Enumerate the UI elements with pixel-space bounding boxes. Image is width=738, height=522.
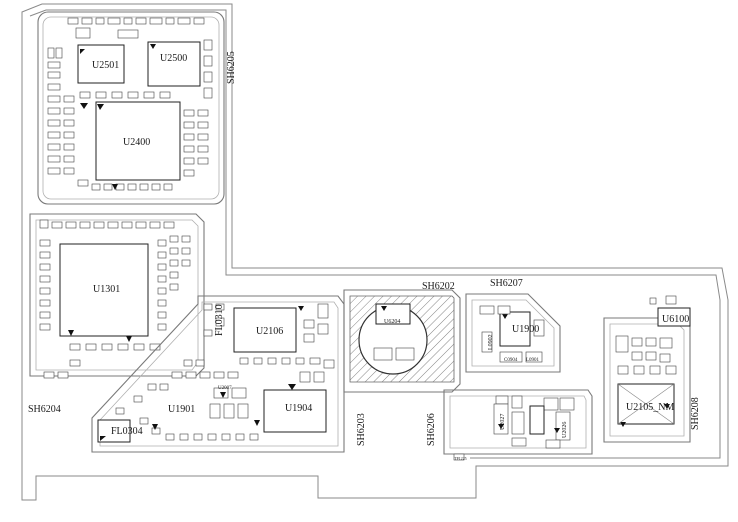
label-sh6206: SH6206 — [426, 413, 437, 446]
label-sh6205: SH6205 — [226, 51, 237, 84]
board-outline — [21, 3, 729, 501]
label-u2105-nm: U2105_NM — [626, 402, 674, 413]
label-fl0310: FL0310 — [214, 304, 225, 336]
shield-sh6208 — [603, 317, 691, 443]
label-u2027: U2027 — [500, 414, 506, 430]
label-sh6202: SH6202 — [422, 281, 455, 292]
shield-labels: SH6205 SH6204 SH6202 SH6207 SH6203 SH620… — [28, 51, 701, 446]
label-sh6203: SH6203 — [356, 413, 367, 446]
chip-u2106 — [233, 306, 304, 353]
chip-u2500 — [147, 41, 201, 87]
small-labels: L0902 C0904 L0901 U2027 U2026 U2007 TP12… — [218, 334, 568, 461]
chip-u1904 — [254, 384, 327, 433]
label-l0902: L0902 — [488, 334, 494, 350]
label-tp: TP1225 — [454, 456, 467, 461]
center-area-pads — [115, 303, 335, 441]
component-labels: U2501 U2500 U2400 U1301 U2106 U1901 U190… — [92, 53, 689, 437]
chip-u2400 — [95, 101, 181, 181]
chip-u1301 — [59, 243, 149, 342]
label-u2501: U2501 — [92, 60, 119, 71]
label-sh6204: SH6204 — [28, 404, 61, 415]
label-u2400: U2400 — [123, 137, 150, 148]
label-sh6208: SH6208 — [690, 397, 701, 430]
label-u1301: U1301 — [93, 284, 120, 295]
label-u1904: U1904 — [285, 403, 312, 414]
shield-sh6207 — [465, 293, 561, 373]
label-u6204: U6204 — [384, 319, 400, 325]
shield-sh6206 — [443, 389, 593, 455]
board-outline-inner — [29, 9, 721, 459]
label-sh6207: SH6207 — [490, 278, 523, 289]
marker-u2007 — [220, 392, 226, 398]
label-u1901: U1901 — [168, 404, 195, 415]
marker-u2400 — [80, 103, 88, 109]
label-u1900: U1900 — [512, 324, 539, 335]
shield-sh6202 — [343, 289, 461, 393]
shield-sh6203 — [91, 295, 345, 453]
label-u2500: U2500 — [160, 53, 187, 64]
label-u2007: U2007 — [218, 386, 232, 391]
label-u6100: U6100 — [662, 314, 689, 325]
label-u2026: U2026 — [562, 422, 568, 438]
shield-sh6205 — [37, 11, 225, 205]
test-point — [453, 453, 465, 461]
label-c0904: C0904 — [504, 358, 518, 363]
chip-u6100 — [649, 295, 691, 327]
label-u2106: U2106 — [256, 326, 283, 337]
marker-bottom — [112, 184, 118, 190]
top-area-pads — [47, 17, 213, 191]
chip-u2501 — [77, 44, 125, 84]
chip-fl0304 — [97, 419, 131, 443]
marker-u1901 — [152, 424, 158, 430]
left-area-pads — [39, 219, 191, 379]
label-fl0304: FL0304 — [111, 426, 143, 437]
label-l0901: L0901 — [526, 358, 540, 363]
